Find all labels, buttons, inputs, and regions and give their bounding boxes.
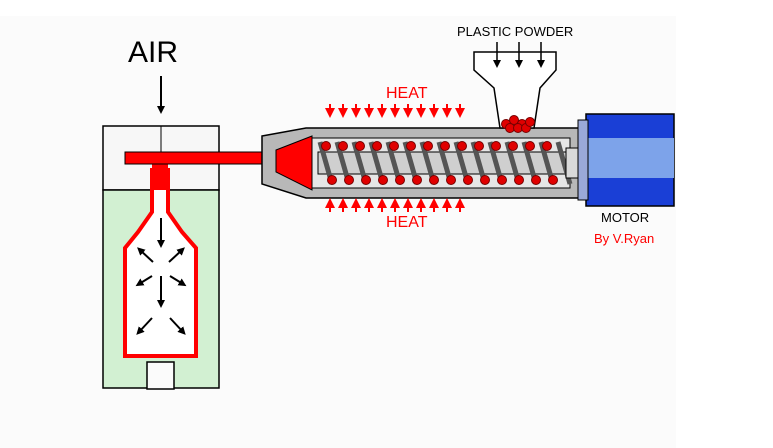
down-arrow-icon	[390, 108, 400, 118]
expansion-arrow-icon	[135, 275, 153, 287]
motor	[577, 113, 675, 207]
parison-neck	[152, 160, 168, 190]
plastic-pellet-icon	[463, 175, 473, 185]
up-arrow-icon	[429, 198, 439, 208]
expansion-arrow-icon	[137, 247, 154, 263]
down-arrow-icon	[455, 108, 465, 118]
down-arrow-icon	[351, 108, 361, 118]
plastic-pellet-icon	[548, 175, 558, 185]
down-arrow-icon	[442, 108, 452, 118]
heat-arrows-bottom	[325, 198, 465, 212]
plastic-pellet-icon	[406, 141, 416, 151]
plastic-pellet-icon	[344, 175, 354, 185]
powder-arrows	[493, 42, 545, 68]
up-arrow-icon	[364, 198, 374, 208]
hopper	[473, 51, 557, 133]
plastic-pellet-icon	[446, 175, 456, 185]
plastic-pellet-icon	[395, 175, 405, 185]
plastic-pellet-icon	[497, 175, 507, 185]
down-arrow-icon	[338, 108, 348, 118]
hopper-pellets	[501, 115, 535, 133]
plastic-pellet-icon	[412, 175, 422, 185]
plastic-pellet-icon	[389, 141, 399, 151]
plastic-pellet-icon	[525, 141, 535, 151]
up-arrow-icon	[377, 198, 387, 208]
plastic-pellet-icon	[355, 141, 365, 151]
plastic-powder-label: PLASTIC POWDER	[457, 24, 573, 39]
motor-flange	[577, 119, 589, 201]
expansion-arrow-icon	[136, 317, 153, 335]
plastic-pellet-icon	[378, 175, 388, 185]
bottle-cavity	[123, 168, 198, 358]
down-arrow-icon	[364, 108, 374, 118]
up-arrow-icon	[338, 198, 348, 208]
plastic-pellet-icon	[361, 175, 371, 185]
up-arrow-icon	[455, 198, 465, 208]
extruder-barrel	[261, 127, 587, 199]
plastic-pellet-icon	[429, 175, 439, 185]
down-arrow-icon	[325, 108, 335, 118]
plastic-pellet-icon	[327, 175, 337, 185]
air-label: AIR	[128, 36, 178, 69]
plastic-pellet-icon	[321, 141, 331, 151]
down-arrow-icon	[403, 108, 413, 118]
down-arrow-icon	[416, 108, 426, 118]
plastic-pellet-icon	[542, 141, 552, 151]
up-arrow-icon	[403, 198, 413, 208]
plastic-pellet-icon	[525, 117, 535, 127]
up-arrow-icon	[325, 198, 335, 208]
heat-bottom-label: HEAT	[386, 214, 428, 231]
plastic-pellet-icon	[440, 141, 450, 151]
credit-label: By V.Ryan	[594, 231, 654, 246]
plastic-pellet-icon	[474, 141, 484, 151]
plastic-pellet-icon	[531, 175, 541, 185]
hopper-funnel	[473, 51, 557, 129]
expansion-arrow-icon	[169, 275, 187, 287]
up-arrow-icon	[416, 198, 426, 208]
mould	[102, 125, 220, 390]
barrel-nozzle-plastic	[275, 135, 313, 191]
heat-top-label: HEAT	[386, 85, 428, 102]
plastic-pellets	[321, 141, 558, 185]
plastic-pellet-icon	[338, 141, 348, 151]
up-arrow-icon	[442, 198, 452, 208]
plastic-pellet-icon	[423, 141, 433, 151]
expansion-arrow-icon	[168, 247, 185, 263]
motor-label: MOTOR	[601, 210, 649, 225]
plastic-pellet-icon	[514, 175, 524, 185]
mould-bottom-notch	[146, 361, 175, 390]
motor-band	[586, 138, 674, 178]
plastic-pellet-icon	[509, 115, 519, 125]
air-arrows	[135, 76, 187, 335]
heat-arrows-top	[325, 104, 465, 118]
plastic-pellet-icon	[457, 141, 467, 151]
plastic-pellet-icon	[491, 141, 501, 151]
expansion-arrow-icon	[169, 317, 186, 335]
plastic-pellet-icon	[508, 141, 518, 151]
plastic-pellet-icon	[372, 141, 382, 151]
down-arrow-icon	[377, 108, 387, 118]
up-arrow-icon	[390, 198, 400, 208]
down-arrow-icon	[429, 108, 439, 118]
up-arrow-icon	[351, 198, 361, 208]
plastic-pellet-icon	[480, 175, 490, 185]
